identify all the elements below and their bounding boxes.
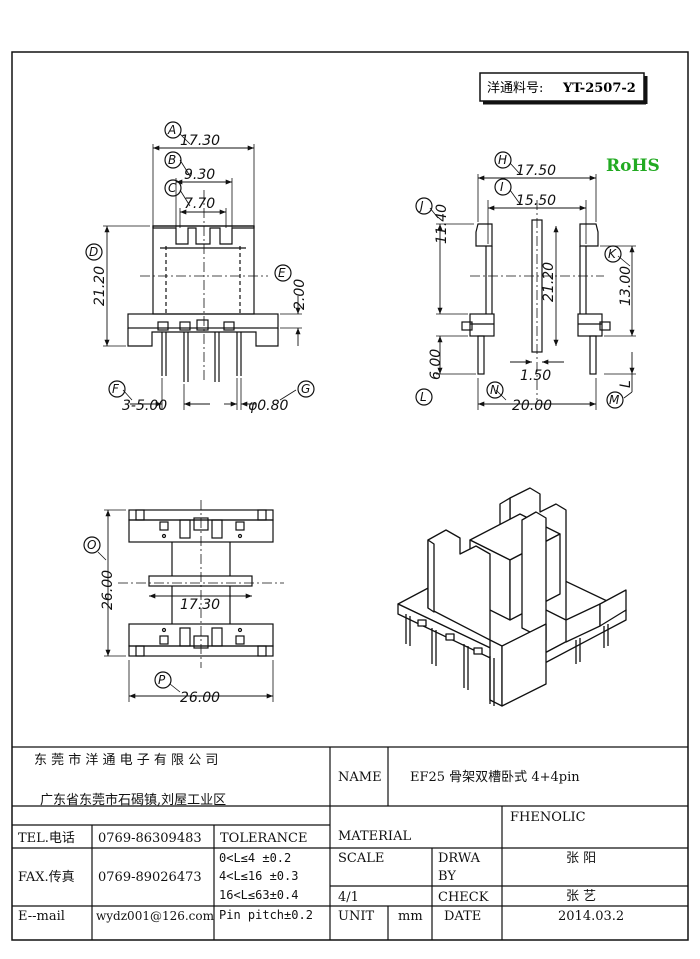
dim-d-letter: D bbox=[89, 245, 98, 259]
isometric-view bbox=[397, 487, 627, 707]
email-value: wydz001@126.com bbox=[96, 909, 215, 923]
dim-n-letter: N bbox=[490, 383, 499, 397]
dim-i-value: 15.50 bbox=[516, 193, 556, 209]
tolerance-row-4: Pin pitch±0.2 bbox=[219, 908, 313, 922]
tolerance-row-1: 0<L≤4 ±0.2 bbox=[219, 851, 291, 865]
front-view bbox=[85, 121, 315, 410]
dim-o-letter: O bbox=[87, 538, 96, 552]
email-label: E--mail bbox=[18, 909, 65, 924]
rohs-mark: RoHS bbox=[606, 156, 660, 176]
dim-k-letter: K bbox=[608, 247, 617, 261]
material-label: MATERIAL bbox=[338, 829, 411, 844]
fax-label: FAX.传真 bbox=[18, 870, 75, 885]
tolerance-label: TOLERANCE bbox=[220, 831, 307, 846]
scale-value: 4/1 bbox=[338, 890, 359, 905]
dim-l-value: 6.00 bbox=[428, 349, 444, 380]
dim-h-letter: H bbox=[498, 153, 507, 167]
scale-label: SCALE bbox=[338, 851, 384, 866]
name-value: EF25 骨架双槽卧式 4+4pin bbox=[410, 770, 580, 785]
date-label: DATE bbox=[444, 909, 481, 924]
part-number-label: 洋通料号: bbox=[487, 81, 543, 96]
side-view bbox=[415, 151, 636, 410]
tolerance-row-2: 4<L≤16 ±0.3 bbox=[219, 869, 298, 883]
unit-value: mm bbox=[398, 909, 423, 924]
dim-m-letter: M bbox=[609, 393, 620, 407]
dim-p-letter: P bbox=[158, 673, 166, 687]
dim-j-letter: J bbox=[418, 199, 424, 213]
title-block-text: 东 莞 市 洋 通 电 子 有 限 公 司 广东省东莞市石碣镇,刘屋工业区 NA… bbox=[18, 752, 624, 924]
name-label: NAME bbox=[338, 770, 382, 785]
fax-value: 0769-89026473 bbox=[98, 870, 202, 885]
tolerance-row-3: 16<L≤63±0.4 bbox=[219, 888, 298, 902]
dim-inner-value: 17.30 bbox=[180, 597, 220, 613]
dim-p-value: 26.00 bbox=[180, 690, 220, 706]
tel-value: 0769-86309483 bbox=[98, 831, 202, 846]
dim-a-value: 17.30 bbox=[180, 133, 220, 149]
part-number-box: 洋通料号: YT-2507-2 bbox=[479, 72, 648, 105]
dim-center-value: 21.20 bbox=[541, 262, 557, 302]
dim-j-value: 11.40 bbox=[434, 204, 450, 244]
material-value: FHENOLIC bbox=[510, 810, 586, 825]
dim-o-value: 26.00 bbox=[100, 570, 116, 610]
part-number-value: YT-2507-2 bbox=[562, 81, 636, 96]
dim-g-value: φ0.80 bbox=[248, 398, 289, 414]
dim-e-value: 2.00 bbox=[292, 279, 308, 310]
dim-l-letter: L bbox=[420, 390, 427, 404]
drawn-by-label-1: DRWA bbox=[438, 851, 481, 866]
check-value: 张 艺 bbox=[566, 889, 596, 904]
dim-d-value: 21.20 bbox=[92, 266, 108, 306]
drawn-by-value: 张 阳 bbox=[566, 851, 596, 866]
dim-h-value: 17.50 bbox=[516, 163, 556, 179]
dim-f-value: 3-5.00 bbox=[122, 398, 167, 414]
dim-k-value: 13.00 bbox=[618, 266, 634, 306]
tel-label: TEL.电话 bbox=[18, 831, 75, 846]
dim-pin-width-value: 1.50 bbox=[520, 368, 551, 384]
dim-i-letter: I bbox=[500, 180, 504, 194]
dim-b-value: 9.30 bbox=[184, 167, 215, 183]
date-value: 2014.03.2 bbox=[558, 909, 624, 924]
dim-e-letter: E bbox=[278, 266, 286, 280]
dim-m-value: L bbox=[618, 380, 634, 388]
dim-b-letter: B bbox=[168, 153, 176, 167]
unit-label: UNIT bbox=[338, 909, 374, 924]
dim-a-letter: A bbox=[167, 123, 176, 137]
top-view-labels: O P 26.00 17.30 26.00 bbox=[87, 538, 220, 706]
dim-f-letter: F bbox=[112, 382, 120, 396]
drawn-by-label-2: BY bbox=[438, 869, 456, 884]
company-name: 东 莞 市 洋 通 电 子 有 限 公 司 bbox=[34, 752, 218, 768]
dim-c-letter: C bbox=[168, 181, 177, 195]
front-view-labels: A B C D E F G 17.30 9.30 7.70 21.20 2.00… bbox=[89, 123, 310, 414]
dim-c-value: 7.70 bbox=[184, 196, 215, 212]
check-label: CHECK bbox=[438, 890, 489, 905]
sheet-border bbox=[11, 51, 689, 941]
side-view-labels: H I J K L M N 17.50 15.50 11.40 21.20 13… bbox=[418, 153, 634, 414]
top-view bbox=[83, 500, 284, 702]
dim-g-letter: G bbox=[301, 382, 310, 396]
company-address: 广东省东莞市石碣镇,刘屋工业区 bbox=[40, 792, 226, 808]
dim-n-value: 20.00 bbox=[512, 398, 552, 414]
title-block bbox=[12, 746, 688, 940]
